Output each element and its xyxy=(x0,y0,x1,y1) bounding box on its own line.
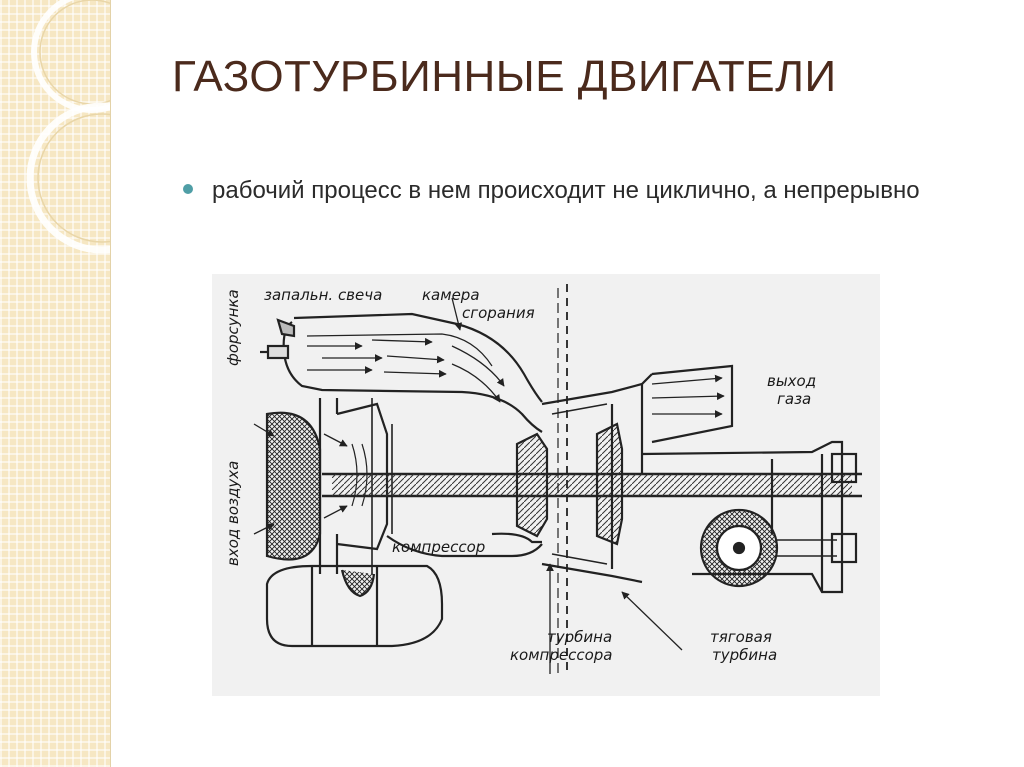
engine-diagram-drawing: запальн. свеча камера сгорания форсунка … xyxy=(224,284,862,674)
engine-outline xyxy=(260,284,862,674)
label-traction-turbine-2: турбина xyxy=(712,646,777,664)
label-injector: форсунка xyxy=(224,289,242,366)
label-compressor: компрессор xyxy=(392,538,485,556)
decorative-side-panel xyxy=(0,0,111,767)
decorative-rings xyxy=(26,0,110,254)
label-spark-plug: запальн. свеча xyxy=(264,286,382,304)
bullet-dot-icon xyxy=(183,184,193,194)
slide-title: ГАЗОТУРБИННЫЕ ДВИГАТЕЛИ xyxy=(172,52,837,101)
bullet-list: рабочий процесс в нем происходит не цикл… xyxy=(183,172,983,209)
label-traction-turbine-1: тяговая xyxy=(710,628,772,646)
bullet-item: рабочий процесс в нем происходит не цикл… xyxy=(183,172,983,209)
engine-diagram: запальн. свеча камера сгорания форсунка … xyxy=(212,274,880,696)
label-air-inlet: вход воздуха xyxy=(224,461,242,566)
label-comp-turbine-1: турбина xyxy=(547,628,612,646)
label-gas-out-2: газа xyxy=(777,390,811,408)
label-chamber-2: сгорания xyxy=(462,304,535,322)
bullet-text: рабочий процесс в нем происходит не цикл… xyxy=(212,177,920,204)
label-gas-out-1: выход xyxy=(767,372,816,390)
label-chamber-1: камера xyxy=(422,286,480,304)
flow-arrows xyxy=(253,297,725,674)
label-comp-turbine-2: компрессора xyxy=(510,646,613,664)
